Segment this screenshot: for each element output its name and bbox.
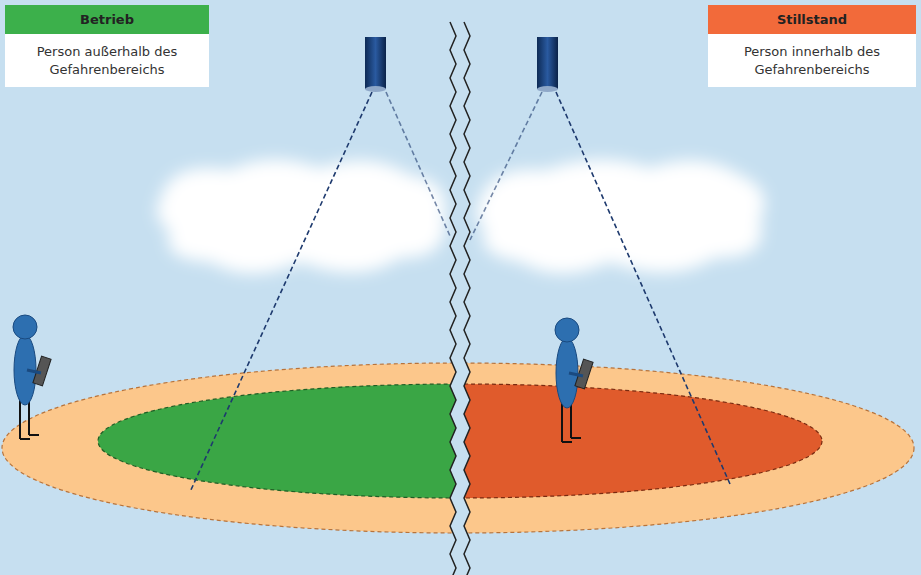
- persons: [13, 315, 593, 442]
- status-description: Person innerhalb des Gefahrenbereichs: [708, 34, 916, 87]
- status-heading: Betrieb: [5, 5, 209, 34]
- zigzag-divider: [450, 22, 470, 575]
- status-box: BetriebPerson außerhalb des Gefahrenbere…: [5, 5, 209, 87]
- status-description: Person außerhalb des Gefahrenbereichs: [5, 34, 209, 87]
- status-heading: Stillstand: [708, 5, 916, 34]
- status-box: StillstandPerson innerhalb des Gefahrenb…: [708, 5, 916, 87]
